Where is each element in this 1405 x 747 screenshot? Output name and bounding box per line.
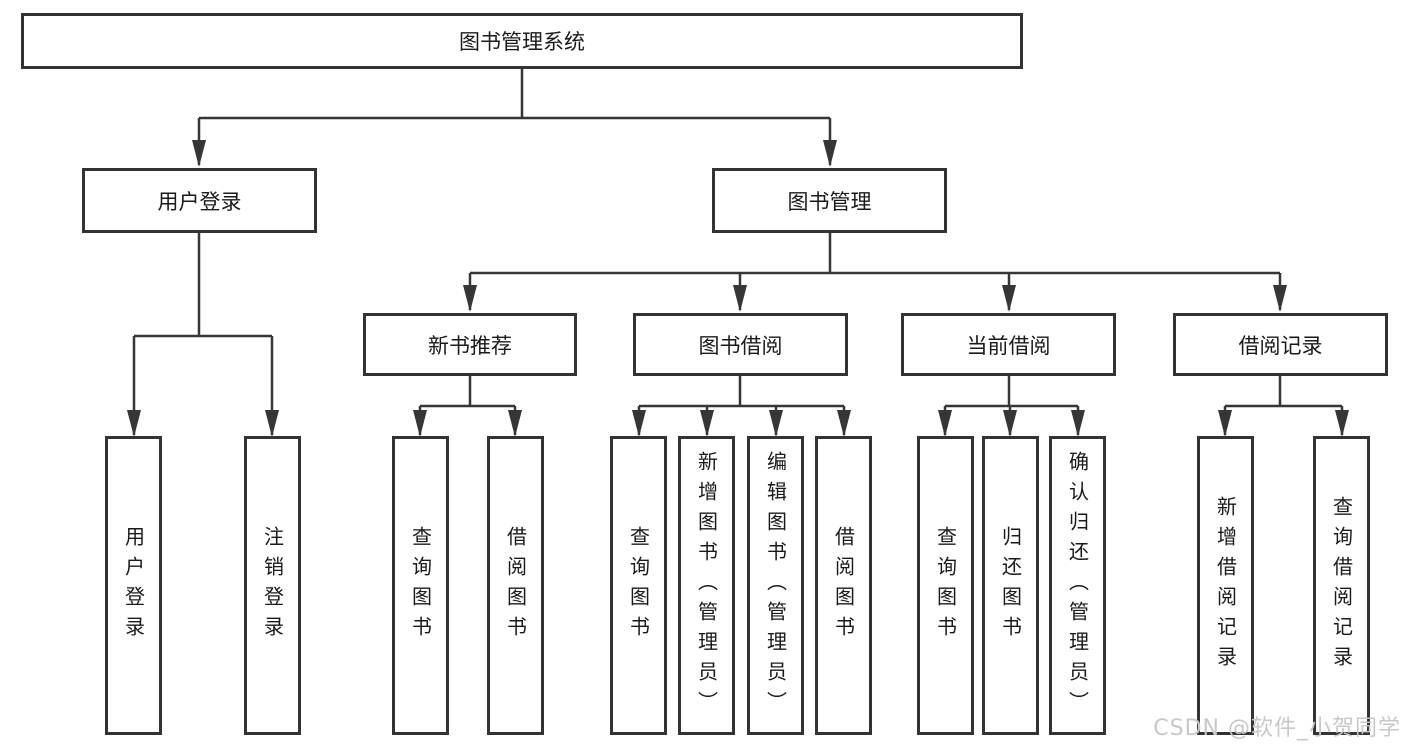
leaf-label: 查询图书	[408, 525, 433, 646]
leaf-label: 查询借阅记录	[1329, 495, 1354, 676]
node-leaf-borrow-books-2: 借阅图书	[815, 436, 872, 735]
arrow-icon	[1218, 410, 1232, 437]
arrow-icon	[1335, 410, 1349, 437]
leaf-label: 归还图书	[998, 525, 1023, 646]
leaf-label: 新增借阅记录	[1213, 495, 1238, 676]
connector-root-to-level2	[197, 69, 832, 165]
arrow-icon	[413, 410, 427, 437]
arrowheads	[127, 140, 1349, 437]
arrow-icon	[463, 285, 477, 312]
node-borrow-records: 借阅记录	[1173, 313, 1388, 376]
node-root-label: 图书管理系统	[459, 30, 585, 54]
node-user-login: 用户登录	[82, 168, 317, 233]
arrow-icon	[837, 410, 851, 437]
arrow-icon	[632, 410, 646, 437]
arrow-icon	[769, 410, 783, 437]
node-leaf-query-books-2: 查询图书	[610, 436, 667, 735]
connector-book-mgmt-to-mid	[468, 233, 1282, 310]
arrow-icon	[265, 410, 279, 437]
arrow-icon	[1002, 285, 1016, 312]
node-leaf-return-book: 归还图书	[982, 436, 1039, 735]
node-leaf-user-login: 用户登录	[105, 436, 162, 735]
node-current-borrow-label: 当前借阅	[966, 333, 1051, 358]
arrow-icon	[733, 285, 747, 312]
leaf-label: 确认归还（管理员）	[1065, 450, 1090, 721]
leaf-label: 借阅图书	[503, 525, 528, 646]
node-root: 图书管理系统	[21, 13, 1023, 69]
node-leaf-edit-book-admin: 编辑图书（管理员）	[747, 436, 804, 735]
leaf-label: 编辑图书（管理员）	[763, 450, 788, 721]
leaf-label: 新增图书（管理员）	[694, 450, 719, 721]
arrow-icon	[700, 410, 714, 437]
connector-book-borrow-to-leaves	[637, 376, 846, 435]
node-new-book-recommend-label: 新书推荐	[428, 333, 512, 358]
arrow-icon	[1273, 285, 1287, 312]
node-leaf-confirm-return-admin: 确认归还（管理员）	[1049, 436, 1106, 735]
arrow-icon	[127, 410, 141, 437]
arrow-icon	[1003, 410, 1017, 437]
leaf-label: 借阅图书	[831, 525, 856, 646]
node-leaf-borrow-books-1: 借阅图书	[487, 436, 544, 735]
watermark: CSDN @软件_小贺同学	[1153, 716, 1401, 741]
node-book-management-label: 图书管理	[787, 189, 872, 214]
connector-borrow-records-to-leaves	[1223, 376, 1344, 435]
node-book-borrow: 图书借阅	[633, 313, 848, 376]
node-borrow-records-label: 借阅记录	[1238, 333, 1323, 358]
node-new-book-recommend: 新书推荐	[363, 313, 577, 376]
leaf-label: 查询图书	[933, 525, 958, 646]
node-leaf-query-books-1: 查询图书	[392, 436, 449, 735]
arrow-icon	[938, 410, 952, 437]
arrow-icon	[192, 140, 206, 167]
connector-user-login-to-leaves	[132, 233, 274, 435]
node-leaf-query-borrow-record: 查询借阅记录	[1313, 436, 1370, 735]
node-book-management: 图书管理	[712, 168, 947, 233]
node-book-borrow-label: 图书借阅	[698, 333, 783, 358]
leaf-label: 查询图书	[626, 525, 651, 646]
node-leaf-add-book-admin: 新增图书（管理员）	[678, 436, 735, 735]
connector-new-book-to-leaves	[418, 376, 517, 435]
node-leaf-logout: 注销登录	[244, 436, 301, 735]
arrow-icon	[1071, 410, 1085, 437]
arrow-icon	[508, 410, 522, 437]
node-leaf-add-borrow-record: 新增借阅记录	[1197, 436, 1254, 735]
node-user-login-label: 用户登录	[157, 189, 242, 214]
arrow-icon	[823, 140, 837, 167]
node-leaf-query-books-3: 查询图书	[917, 436, 974, 735]
node-current-borrow: 当前借阅	[901, 313, 1116, 376]
leaf-label: 用户登录	[121, 525, 146, 646]
leaf-label: 注销登录	[260, 525, 285, 646]
